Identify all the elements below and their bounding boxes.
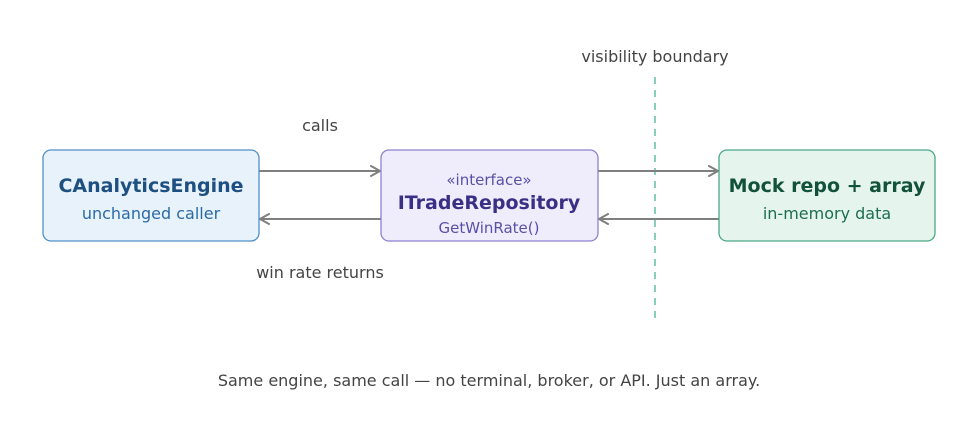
mock-title: Mock repo + array — [729, 175, 926, 197]
mock-subtitle: in-memory data — [763, 204, 891, 223]
engine-title: CAnalyticsEngine — [58, 175, 243, 197]
boundary-label: visibility boundary — [581, 47, 728, 66]
interface-title: ITradeRepository — [398, 192, 581, 214]
caption: Same engine, same call — no terminal, br… — [218, 371, 760, 390]
interface-stereotype: «interface» — [446, 171, 531, 189]
returns-label: win rate returns — [256, 263, 384, 282]
engine-node: CAnalyticsEngine unchanged caller — [42, 149, 260, 242]
engine-subtitle: unchanged caller — [82, 204, 221, 223]
mock-node: Mock repo + array in-memory data — [718, 149, 936, 242]
interface-method: GetWinRate() — [438, 219, 539, 237]
interface-node: «interface» ITradeRepository GetWinRate(… — [380, 149, 599, 242]
calls-label: calls — [302, 116, 338, 135]
